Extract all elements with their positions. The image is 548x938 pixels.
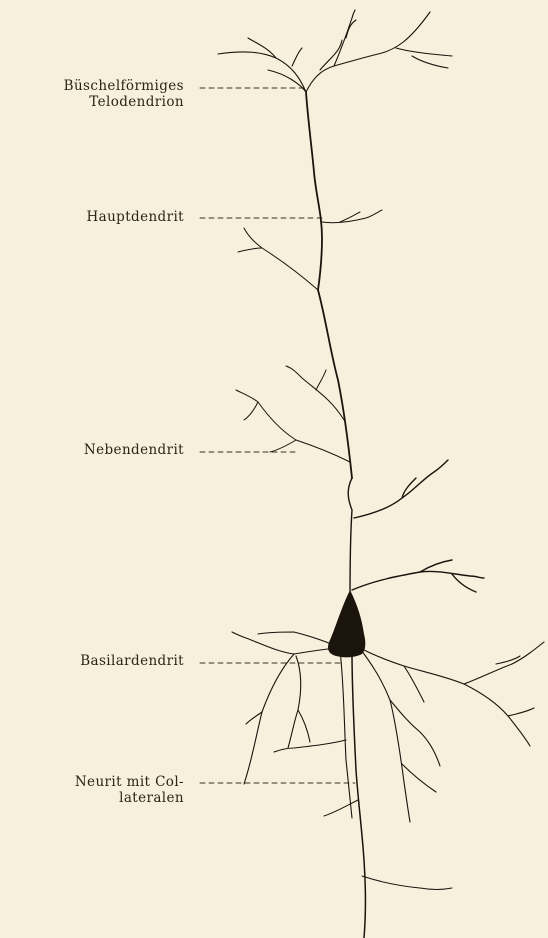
label-nebendendrit-text: Nebendendrit [0, 442, 184, 458]
upper-soma-branches [348, 460, 484, 598]
label-neurit: Neurit mit Col- lateralen [0, 774, 184, 806]
apical-side-branches [236, 210, 382, 462]
label-basilardendrit: Basilardendrit [0, 653, 184, 669]
label-basilardendrit-text: Basilardendrit [0, 653, 184, 669]
soma [328, 590, 365, 657]
telodendrion-tuft [218, 10, 452, 92]
label-hauptdendrit-text: Hauptdendrit [0, 209, 184, 225]
label-neurit-line1: Neurit mit Col- [0, 774, 184, 790]
axon-collaterals [324, 800, 452, 890]
label-hauptdendrit: Hauptdendrit [0, 209, 184, 225]
basal-dendrites [232, 632, 544, 822]
label-telodendrion: Büschelförmiges Telodendrion [0, 78, 184, 110]
label-telodendrion-line2: Telodendrion [0, 94, 184, 110]
label-nebendendrit: Nebendendrit [0, 442, 184, 458]
label-neurit-line2: lateralen [0, 790, 184, 806]
label-telodendrion-line1: Büschelförmiges [0, 78, 184, 94]
axon-neurit [352, 652, 366, 938]
